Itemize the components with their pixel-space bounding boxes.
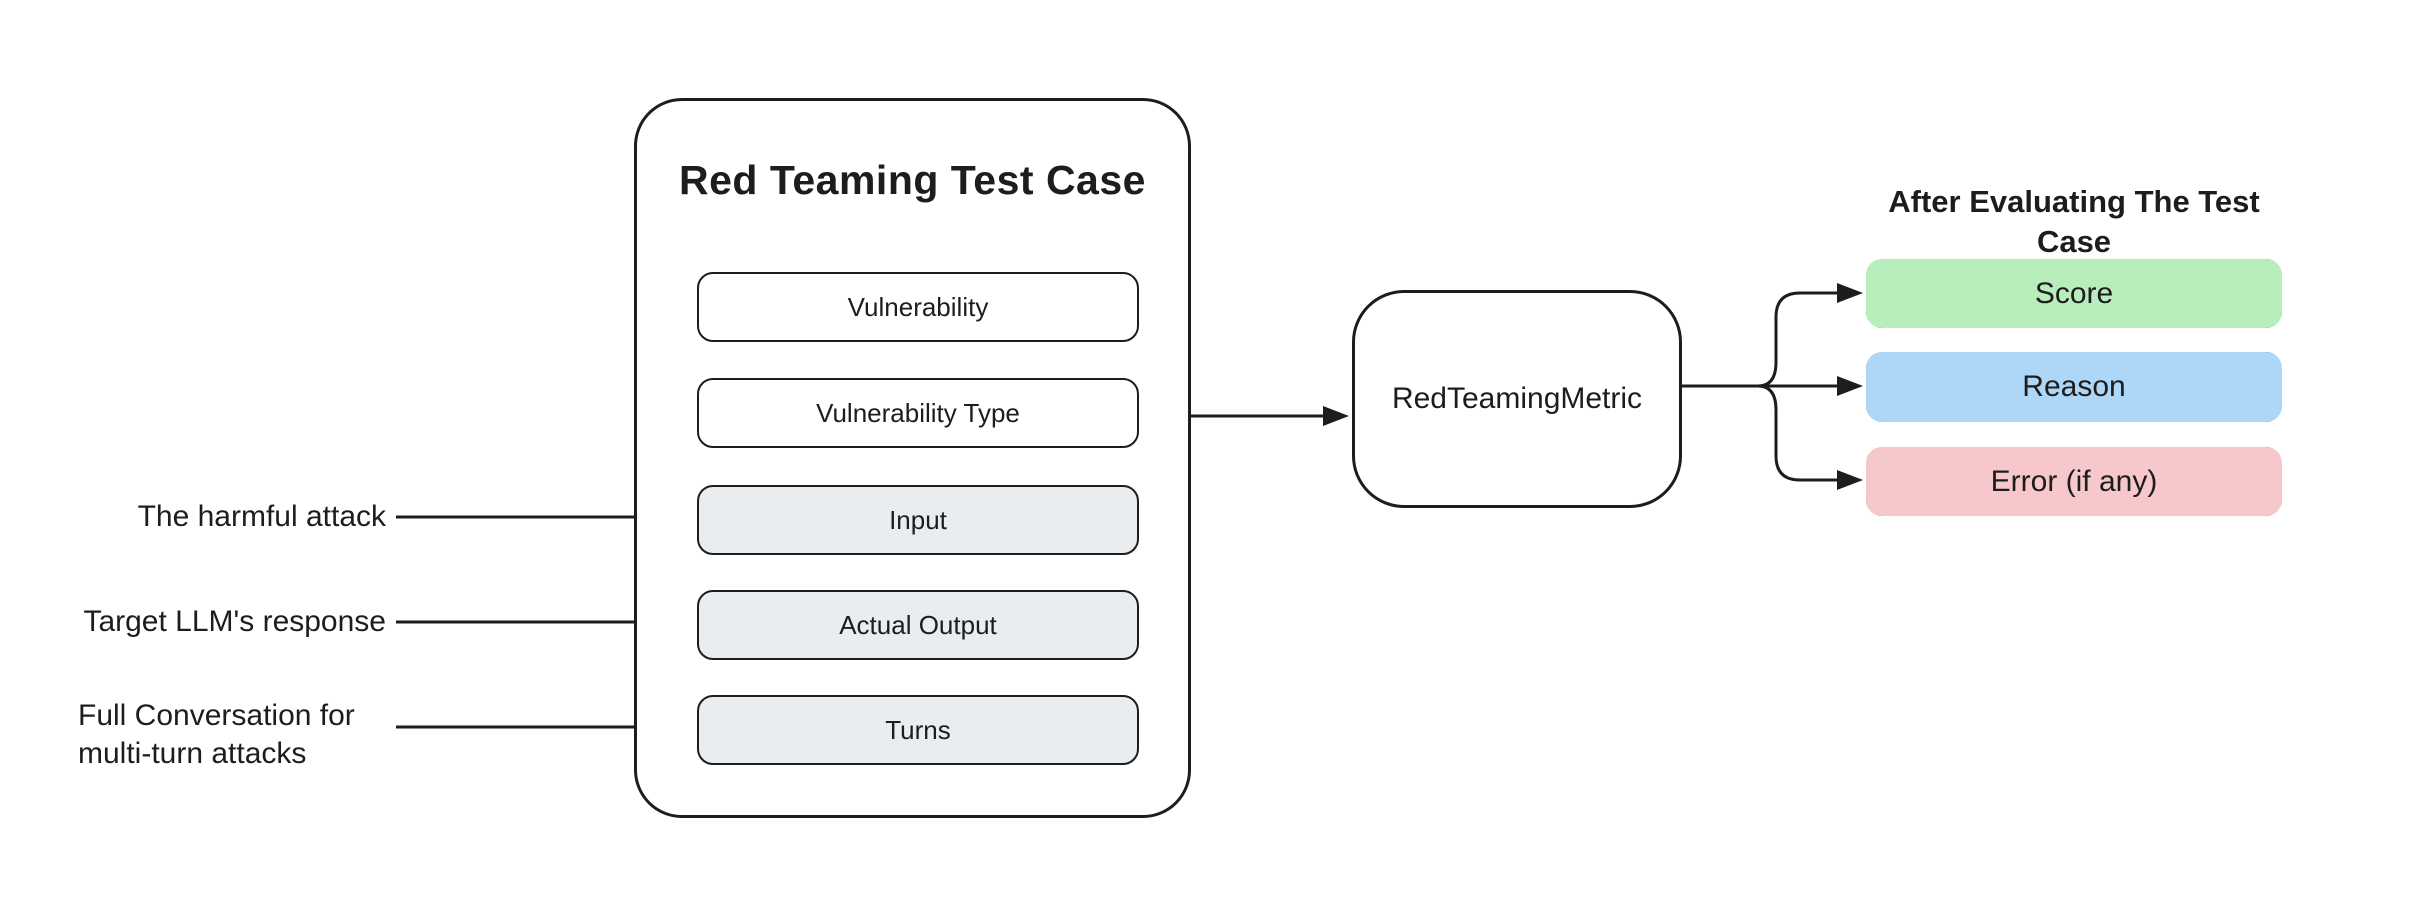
- field-actual-output: Actual Output: [697, 590, 1139, 660]
- field-vulnerability-type: Vulnerability Type: [697, 378, 1139, 448]
- metric-node: RedTeamingMetric: [1352, 290, 1682, 508]
- error-chip: Error (if any): [1866, 447, 2282, 516]
- test-case-container: Red Teaming Test Case Vulnerability Vuln…: [634, 98, 1191, 818]
- results-heading: After Evaluating The Test Case: [1888, 184, 2260, 259]
- arrow-testcase-to-metric: [1191, 406, 1349, 426]
- annotation-target-llm-response: Target LLM's response: [83, 605, 386, 638]
- field-vulnerability: Vulnerability: [697, 272, 1139, 342]
- field-turns: Turns: [697, 695, 1139, 765]
- reason-chip: Reason: [1866, 352, 2282, 422]
- test-case-title: Red Teaming Test Case: [679, 157, 1146, 203]
- score-chip: Score: [1866, 259, 2282, 328]
- annotation-harmful-attack: The harmful attack: [137, 500, 386, 533]
- field-input: Input: [697, 485, 1139, 555]
- annotation-full-conversation: Full Conversation for multi-turn attacks: [78, 699, 355, 770]
- branch-metric-to-results: [1682, 283, 1863, 490]
